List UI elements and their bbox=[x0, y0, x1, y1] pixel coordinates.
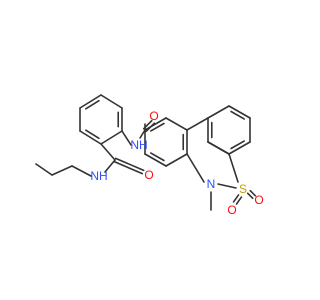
ring-middle-bond-4-inner bbox=[150, 122, 165, 132]
s-o-double-2-b bbox=[235, 196, 243, 205]
c-s-bond bbox=[228, 153, 239, 183]
ring-middle-bond-5 bbox=[165, 117, 188, 131]
ring-left-bond-0 bbox=[100, 94, 123, 109]
amide-nh-label-left: NH bbox=[90, 169, 107, 183]
c-o-double-right-a bbox=[145, 122, 156, 133]
ring-middle-bond-2-inner bbox=[150, 152, 165, 162]
propyl-bond-1 bbox=[71, 165, 92, 177]
c-amide-left bbox=[100, 143, 116, 161]
s-o-double-1-b bbox=[249, 189, 257, 197]
amide-nh-label-right: NH bbox=[130, 138, 147, 152]
c-o-double-left-a bbox=[113, 160, 144, 175]
sulfur-label: S bbox=[239, 182, 247, 196]
nh-aryl-bond bbox=[121, 130, 132, 146]
sulfonyl-oxygen-label-1: O bbox=[254, 193, 263, 207]
ring-right-bond-1-inner bbox=[230, 110, 245, 120]
ring-left-bond-3 bbox=[79, 130, 102, 145]
c-o-double-right-b bbox=[142, 119, 153, 130]
biaryl-bond bbox=[186, 117, 209, 131]
ring-left-bond-5-inner bbox=[85, 99, 100, 110]
bond-group bbox=[35, 94, 257, 211]
c-nh-bond-right bbox=[139, 129, 146, 139]
ring-right-bond-1 bbox=[228, 105, 251, 119]
ring-nitrogen-label: N bbox=[207, 177, 216, 191]
ring-left-bond-3-inner bbox=[85, 129, 100, 140]
ring-right-bond-3 bbox=[228, 141, 251, 155]
structure-canvas: O NH O NH S O O N bbox=[35, 94, 264, 217]
c-n-bond bbox=[186, 153, 205, 183]
c-nh-bond-left bbox=[104, 159, 116, 173]
ring-left-bond-2 bbox=[100, 130, 123, 145]
atom-label-group: O NH O NH S O O N bbox=[90, 109, 263, 217]
ring-right-bond-3-inner bbox=[230, 140, 245, 150]
amide-oxygen-label-right: O bbox=[149, 109, 158, 123]
molecule-diagram: O NH O NH S O O N bbox=[35, 94, 264, 217]
ring-left-bond-5 bbox=[79, 94, 102, 109]
propyl-bond-2 bbox=[51, 165, 73, 176]
s-o-double-2-a bbox=[232, 194, 240, 203]
ring-fusion bbox=[207, 141, 230, 155]
sulfonyl-oxygen-label-2: O bbox=[227, 203, 236, 217]
c-o-double-left-b bbox=[114, 157, 145, 172]
propyl-bond-3 bbox=[35, 163, 53, 176]
ring-middle-bond-1 bbox=[165, 153, 188, 167]
n-s-bond bbox=[217, 183, 237, 189]
s-o-double-1-a bbox=[246, 192, 254, 200]
ring-right-bond-0 bbox=[207, 105, 230, 119]
ring-middle-bond-2 bbox=[144, 153, 167, 167]
amide-oxygen-label-left: O bbox=[144, 168, 153, 182]
